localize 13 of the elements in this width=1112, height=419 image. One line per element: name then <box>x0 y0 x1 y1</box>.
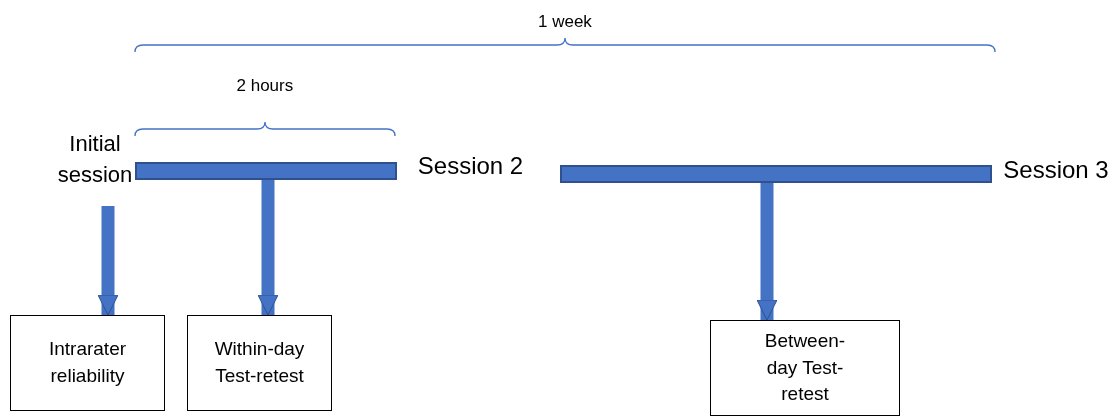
timeline-bar <box>560 165 992 183</box>
outcome-box: Intrarater reliability <box>10 315 165 411</box>
duration-label: 2 hours <box>236 76 294 96</box>
outcome-box: Within-day Test-retest <box>187 315 332 411</box>
session-label: Initial session <box>40 128 150 192</box>
duration-label: 1 week <box>538 12 592 32</box>
block-arrow <box>756 183 778 321</box>
timeline-bar <box>135 162 397 180</box>
session-label: Session 2 <box>408 148 533 184</box>
outcome-box: Between-day Test-retest <box>710 320 900 416</box>
block-arrow <box>97 206 119 316</box>
block-arrow <box>257 180 279 316</box>
session-label: Session 3 <box>1000 152 1112 188</box>
